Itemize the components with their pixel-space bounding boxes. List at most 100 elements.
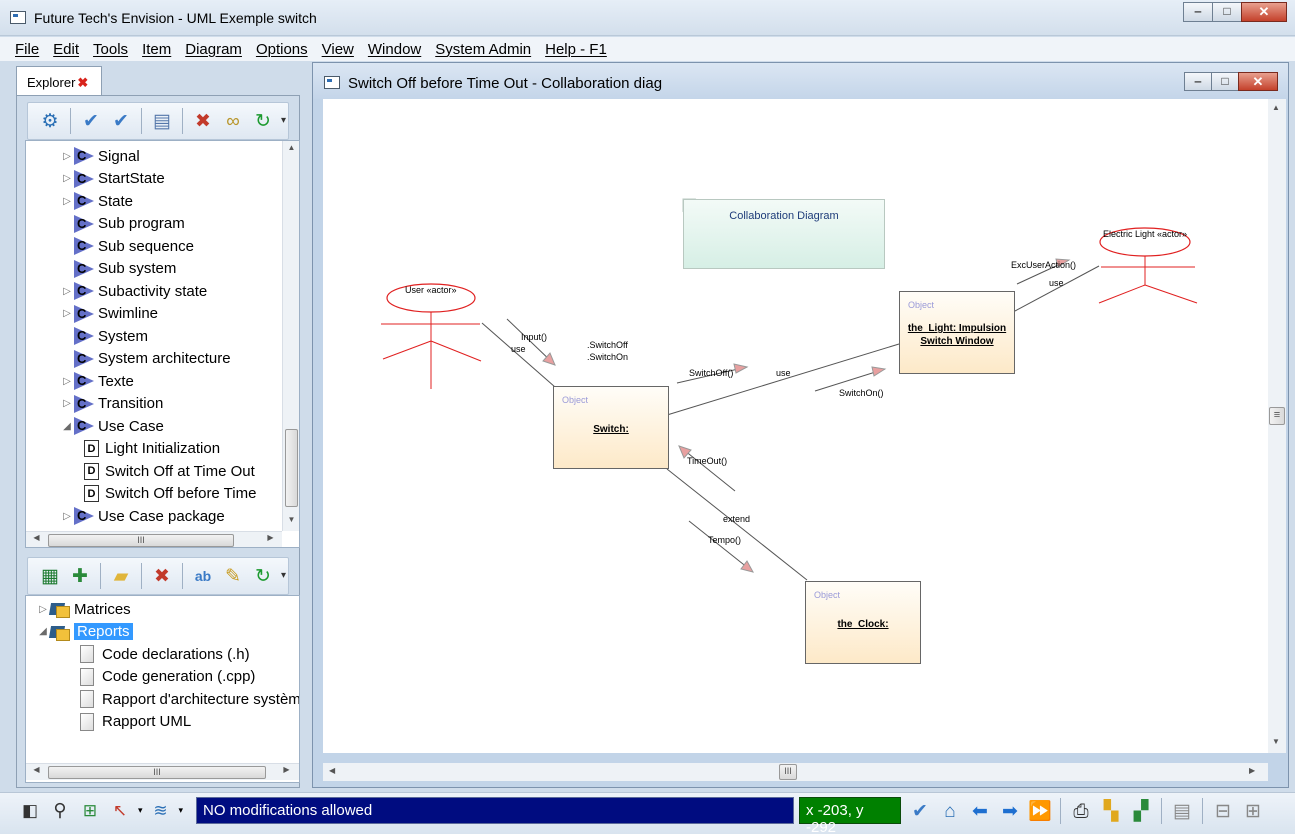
check-blue-icon[interactable]: ✔ xyxy=(83,110,99,132)
report-item[interactable]: Rapport UML xyxy=(80,711,191,733)
folder-open-icon[interactable]: ▰ xyxy=(113,565,129,587)
zoom-icon[interactable]: ⚲ xyxy=(53,800,67,820)
scroll-thumb[interactable]: ≡ xyxy=(1269,407,1285,425)
toolbar-overflow-icon[interactable]: ▾ xyxy=(280,570,286,581)
expand-arrow-icon[interactable]: ▷ xyxy=(63,510,71,522)
fast-forward-icon[interactable]: ⏩ xyxy=(1028,800,1052,822)
dropdown-arrow-icon[interactable]: ▾ xyxy=(178,804,184,815)
expand-arrow-icon[interactable]: ▷ xyxy=(63,308,71,319)
link-icon[interactable]: ∞ xyxy=(226,110,240,132)
distribute-icon[interactable]: ⊞ xyxy=(1245,800,1261,822)
class-tree-hscroll[interactable]: ◀ III ▶ xyxy=(26,531,282,547)
report-item[interactable]: Rapport d'architecture systèm xyxy=(80,688,299,710)
class-tree-vscroll[interactable]: ▲ ▼ xyxy=(282,141,299,531)
diagram-nodes-icon[interactable]: ▚ xyxy=(1103,800,1119,822)
diagram-close-button[interactable]: ✕ xyxy=(1238,72,1278,91)
scroll-up-icon[interactable]: ▲ xyxy=(287,143,296,152)
expand-arrow-icon[interactable]: ▷ xyxy=(63,398,71,409)
link-switch-clock[interactable] xyxy=(666,468,808,581)
menu-window[interactable]: Window xyxy=(367,40,422,58)
menu-diagram[interactable]: Diagram xyxy=(185,40,242,58)
expanded-arrow-icon[interactable]: ◢ xyxy=(39,626,47,637)
diagram-minimize-button[interactable]: ‒ xyxy=(1184,72,1212,91)
delete-icon[interactable]: ✖ xyxy=(195,110,211,132)
report-item[interactable]: Code generation (.cpp) xyxy=(80,666,255,688)
menu-help[interactable]: Help - F1 xyxy=(545,40,607,58)
report-item[interactable]: Code declarations (.h) xyxy=(80,643,250,665)
scroll-down-icon[interactable]: ▼ xyxy=(1272,737,1280,746)
link-user-switch[interactable] xyxy=(481,322,556,388)
menu-tools[interactable]: Tools xyxy=(93,40,129,58)
gear-icon[interactable]: ⚙ xyxy=(41,110,59,132)
add-view-icon[interactable]: ⊞ xyxy=(82,800,98,820)
add-document-icon[interactable]: ✚ xyxy=(72,565,88,587)
refresh-icon[interactable]: ↻ xyxy=(255,110,271,132)
menu-system-admin[interactable]: System Admin xyxy=(435,40,532,58)
reports-folder-item[interactable]: ◢Reports xyxy=(36,621,133,643)
expand-arrow-icon[interactable]: ▷ xyxy=(63,173,71,184)
expand-arrow-icon[interactable]: ▷ xyxy=(63,375,71,387)
scroll-thumb[interactable]: III xyxy=(779,764,797,780)
expanded-arrow-icon[interactable]: ◢ xyxy=(63,420,71,432)
dropdown-arrow-icon[interactable]: ▾ xyxy=(138,804,143,815)
edit-icon[interactable]: ✎ xyxy=(225,565,241,587)
object-light[interactable]: Object the_Light: Impulsion Switch Windo… xyxy=(899,291,1015,374)
back-arrow-icon[interactable]: ⬅ xyxy=(972,800,988,822)
diagram-link-icon[interactable]: ▞ xyxy=(1133,800,1149,822)
validate-icon[interactable]: ✔ xyxy=(912,800,928,822)
scroll-left-icon[interactable]: ◀ xyxy=(33,533,40,542)
expand-arrow-icon[interactable]: ▷ xyxy=(63,195,71,207)
link-switch-light[interactable] xyxy=(666,343,900,416)
properties-icon[interactable]: ▤ xyxy=(153,110,171,132)
menu-item[interactable]: Item xyxy=(142,40,172,58)
menu-file[interactable]: File xyxy=(15,40,40,58)
scroll-left-icon[interactable]: ◀ xyxy=(329,766,336,775)
select-pointer-icon[interactable]: ↖ xyxy=(112,800,128,820)
scroll-up-icon[interactable]: ▲ xyxy=(1272,103,1280,112)
scroll-right-icon[interactable]: ▶ xyxy=(283,765,290,774)
collaboration-note[interactable]: Collaboration Diagram xyxy=(683,199,885,269)
panel-toggle-icon[interactable]: ◧ xyxy=(21,800,39,820)
menu-view[interactable]: View xyxy=(321,40,354,58)
forward-arrow-icon[interactable]: ➡ xyxy=(1002,800,1018,822)
check-double-icon[interactable]: ✔ xyxy=(113,110,129,132)
scroll-right-icon[interactable]: ▶ xyxy=(1249,766,1256,775)
scroll-right-icon[interactable]: ▶ xyxy=(267,533,274,542)
expand-arrow-icon[interactable]: ▷ xyxy=(39,603,47,615)
scroll-thumb[interactable]: III xyxy=(48,534,234,547)
link-light-actor[interactable] xyxy=(1014,265,1100,312)
diagram-maximize-button[interactable]: □ xyxy=(1211,72,1239,91)
scroll-thumb[interactable]: III xyxy=(48,766,266,779)
minimize-button[interactable]: ‒ xyxy=(1183,2,1213,22)
diagram-hscroll[interactable]: ◀ III ▶ xyxy=(323,763,1268,781)
expand-arrow-icon[interactable]: ▷ xyxy=(63,150,71,162)
menu-options[interactable]: Options xyxy=(255,40,308,58)
layers-icon[interactable]: ≋ xyxy=(153,800,168,820)
delete-icon[interactable]: ✖ xyxy=(154,565,170,587)
menu-edit[interactable]: Edit xyxy=(53,40,80,58)
expand-arrow-icon[interactable]: ▷ xyxy=(63,285,71,297)
diagram-vscroll[interactable]: ▲ ≡ ▼ xyxy=(1268,99,1286,753)
print-icon[interactable]: ⎙ xyxy=(1073,800,1089,822)
explorer-tab[interactable]: Explorer✖ xyxy=(16,66,102,96)
refresh-icon[interactable]: ↻ xyxy=(255,565,271,587)
object-clock[interactable]: Object the_Clock: xyxy=(805,581,921,664)
explorer-close-icon[interactable]: ✖ xyxy=(77,75,89,90)
scroll-thumb[interactable] xyxy=(285,429,298,507)
matrix-icon[interactable]: ▦ xyxy=(41,565,59,587)
